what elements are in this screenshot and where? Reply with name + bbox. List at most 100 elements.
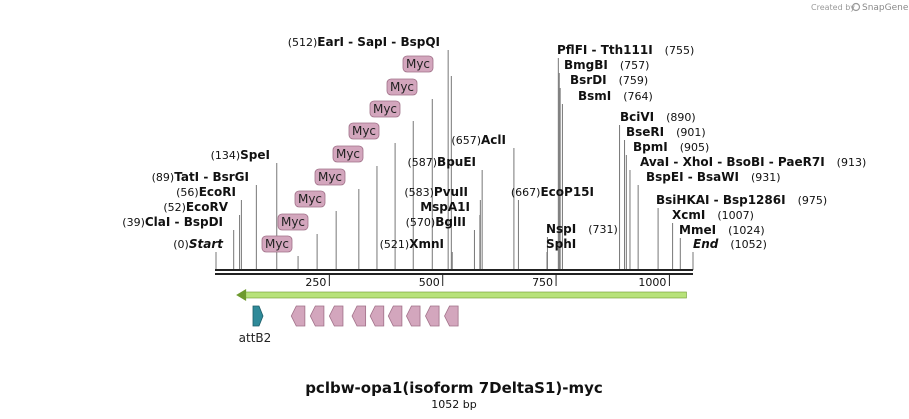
site-name: End [693,237,719,251]
site-position: (890) [666,111,696,124]
site-name: MspA1I [420,200,470,214]
site-name: PvuII [434,185,468,199]
restriction-site: (587)BpuEI [407,155,476,169]
restriction-site: (0)Start [173,237,224,251]
site-name: BseRI [626,125,664,139]
restriction-site: (667)EcoP15I [511,185,594,199]
myc-label-box [402,55,434,73]
restriction-site: XcmI(1007) [672,208,754,222]
restriction-site: BmgBI (757) [564,58,649,72]
site-position: (931) [751,171,781,184]
site-leader-lines [215,50,694,270]
site-position: (1052) [730,238,767,251]
restriction-site: MmeI(1024) [679,223,765,237]
restriction-site: BciVI (890) [620,110,696,124]
myc-label: Myc [390,80,414,94]
myc-label: Myc [406,57,430,71]
site-position: (521) [380,238,410,251]
site-position: (570) [406,216,436,229]
ruler-tick-label: 1000 [638,276,666,289]
myc-label: Myc [298,192,322,206]
myc-feature-arrow [444,305,459,327]
site-position: (731) [588,223,618,236]
site-position: (905) [680,141,710,154]
restriction-site: BspEI - BsaWI (931) [646,170,781,184]
site-name: EcoRV [186,200,229,214]
credit-prefix: Created by [811,3,855,12]
myc-feature-arrow [290,305,306,327]
myc-label-box [348,122,380,140]
site-name: BglII [435,215,466,229]
myc-label: Myc [265,237,289,251]
myc-feature-arrow [405,305,421,327]
site-name: BsrDI [570,73,607,87]
site-name: PflFI - Tth111I [557,43,653,57]
site-name: EcoRI [199,185,236,199]
restriction-site: PflFI - Tth111I (755) [557,43,694,57]
restriction-site: (39)ClaI - BspDI [122,215,223,229]
site-position: (764) [623,90,653,103]
credit-brand: SnapGene [862,3,909,13]
site-position: (134) [211,149,241,162]
site-name: BciVI [620,110,654,124]
site-name: ClaI - BspDI [145,215,223,229]
restriction-site: BsrDI (759) [570,73,648,87]
site-position: (975) [798,194,828,207]
site-name: BpmI [633,140,668,154]
myc-label: Myc [373,102,397,116]
restriction-site: (52)EcoRV [163,200,228,214]
site-name: AvaI - XhoI - BsoBI - PaeR7I [640,155,825,169]
orf-arrow-head [236,289,247,301]
site-name: BsmI [578,89,611,103]
site-name: EarI - SapI - BspQI [317,35,440,49]
restriction-site: (56)EcoRI [176,185,236,199]
myc-label: Myc [336,147,360,161]
myc-feature-arrow [387,305,403,327]
restriction-site: (657)AclI [451,133,506,147]
restriction-site: (583)PvuII [404,185,468,199]
site-position: (0) [173,238,189,251]
restriction-site: (512)EarI - SapI - BspQI [288,35,440,49]
myc-label-box [294,190,326,208]
myc-label: Myc [318,170,342,184]
site-name: XcmI [672,208,705,222]
site-position: (913) [837,156,867,169]
restriction-site: (570)BglII [406,215,466,229]
ruler-tick-label: 750 [532,276,553,289]
site-name: XmnI [409,237,444,251]
myc-feature-arrow [309,305,325,327]
enzyme-labels: (0)Start (39)ClaI - BspDI(52)EcoRV(56)Eco… [122,35,866,251]
site-position: (56) [176,186,199,199]
site-position: (901) [676,126,706,139]
site-name: BspEI - BsaWI [646,170,739,184]
site-position: (657) [451,134,481,147]
restriction-site: BsiHKAI - Bsp1286I(975) [656,193,827,207]
site-name: SpeI [240,148,270,162]
myc-feature-arrow [425,305,440,327]
site-position: (759) [619,74,649,87]
site-position: (52) [163,201,186,214]
site-name: AclI [481,133,506,147]
restriction-site: AvaI - XhoI - BsoBI - PaeR7I (913) [640,155,866,169]
backbone [215,269,693,275]
restriction-site: (134)SpeI [211,148,270,162]
restriction-site: BsmI (764) [578,89,653,103]
site-position: (39) [122,216,145,229]
site-name: BmgBI [564,58,608,72]
credit: Created by SnapGene [811,2,909,13]
myc-label-box [332,145,364,163]
site-position: (757) [620,59,650,72]
snapgene-logo-icon [851,2,861,12]
myc-label-box [386,78,418,96]
site-position: (755) [665,44,695,57]
site-name: Start [189,237,224,251]
attB2-label: attB2 [239,331,272,345]
site-position: (1024) [728,224,765,237]
attB2-feature [252,305,264,327]
myc-feature-arrow [369,305,385,327]
myc-feature-arrow [351,305,367,327]
site-position: (512) [288,36,318,49]
orf-arrow-body [243,291,687,299]
